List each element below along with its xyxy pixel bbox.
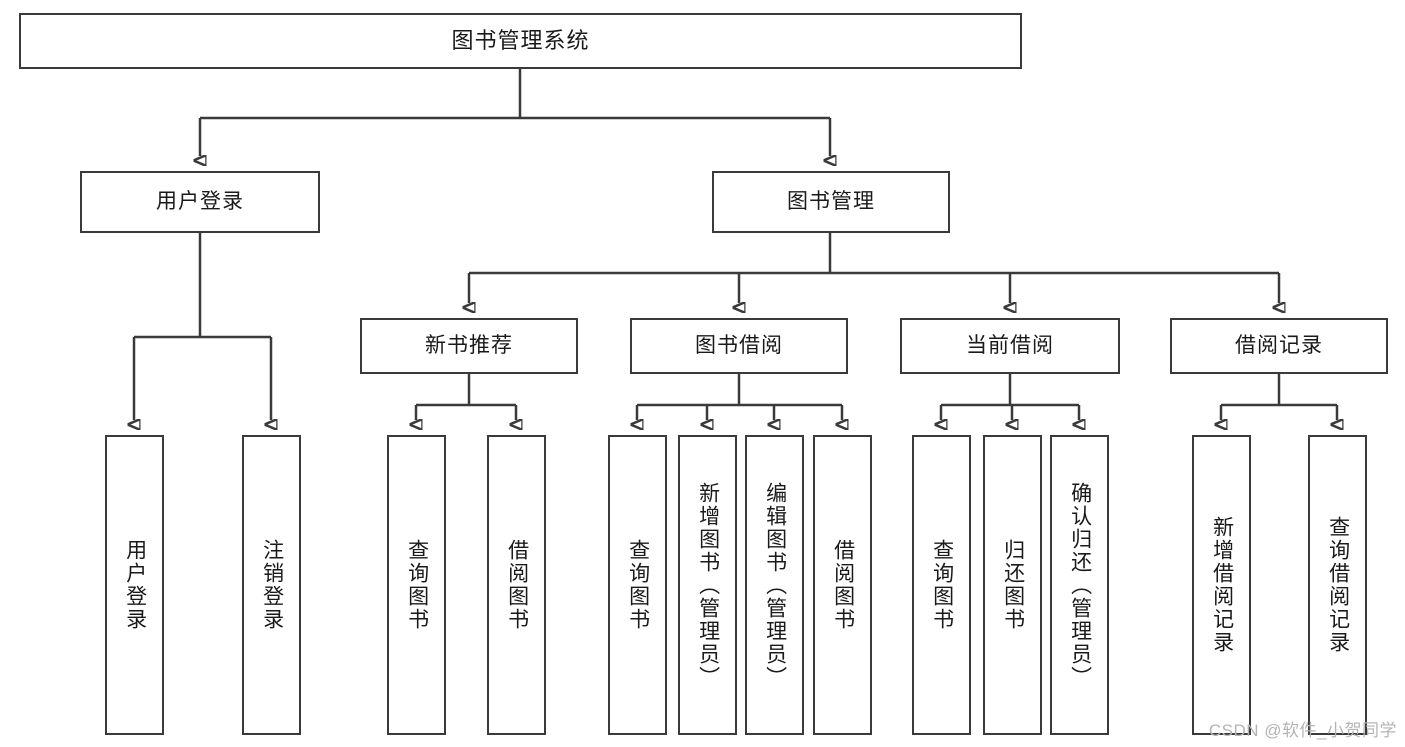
node-label: 当前借阅 xyxy=(966,334,1054,358)
node-leaf-add-record[interactable]: 新增借阅记录 xyxy=(1192,435,1251,735)
node-leaf-query-record[interactable]: 查询借阅记录 xyxy=(1308,435,1367,735)
node-label: 借阅图书 xyxy=(505,539,529,631)
node-label: 用户登录 xyxy=(123,539,147,631)
node-label: 注销登录 xyxy=(260,539,284,631)
node-leaf-add-book[interactable]: 新增图书（管理员） xyxy=(678,435,737,735)
node-current-borrow[interactable]: 当前借阅 xyxy=(900,318,1120,374)
node-label: 编辑图书（管理员） xyxy=(763,481,787,689)
node-leaf-borrow-book-1[interactable]: 借阅图书 xyxy=(487,435,546,735)
node-leaf-return-book[interactable]: 归还图书 xyxy=(983,435,1042,735)
node-label: 借阅记录 xyxy=(1235,334,1323,358)
node-leaf-user-login[interactable]: 用户登录 xyxy=(105,435,164,735)
node-leaf-borrow-book-2[interactable]: 借阅图书 xyxy=(813,435,872,735)
node-label: 查询图书 xyxy=(930,539,954,631)
node-leaf-confirm-return[interactable]: 确认归还（管理员） xyxy=(1050,435,1109,735)
node-user-login[interactable]: 用户登录 xyxy=(80,171,320,233)
csdn-watermark: CSDN @软件_小贺同学 xyxy=(1208,721,1397,740)
node-label: 查询借阅记录 xyxy=(1326,516,1350,654)
node-label: 借阅图书 xyxy=(831,539,855,631)
node-leaf-query-book-1[interactable]: 查询图书 xyxy=(387,435,446,735)
node-label: 图书管理 xyxy=(787,190,875,214)
node-label: 图书借阅 xyxy=(695,334,783,358)
node-book-borrow[interactable]: 图书借阅 xyxy=(630,318,848,374)
node-label: 查询图书 xyxy=(626,539,650,631)
node-book-manage[interactable]: 图书管理 xyxy=(712,171,950,233)
node-leaf-query-book-2[interactable]: 查询图书 xyxy=(608,435,667,735)
node-label: 新增图书（管理员） xyxy=(696,481,720,689)
node-leaf-edit-book[interactable]: 编辑图书（管理员） xyxy=(745,435,804,735)
node-label: 新增借阅记录 xyxy=(1210,516,1234,654)
node-label: 查询图书 xyxy=(405,539,429,631)
node-label: 图书管理系统 xyxy=(451,27,590,53)
node-label: 新书推荐 xyxy=(425,334,513,358)
node-root-system[interactable]: 图书管理系统 xyxy=(19,13,1022,69)
node-label: 确认归还（管理员） xyxy=(1068,481,1092,689)
node-label: 用户登录 xyxy=(156,190,244,214)
node-label: 归还图书 xyxy=(1001,539,1025,631)
node-new-book-rec[interactable]: 新书推荐 xyxy=(360,318,578,374)
node-leaf-query-book-3[interactable]: 查询图书 xyxy=(912,435,971,735)
node-borrow-record[interactable]: 借阅记录 xyxy=(1170,318,1388,374)
node-leaf-logout[interactable]: 注销登录 xyxy=(242,435,301,735)
